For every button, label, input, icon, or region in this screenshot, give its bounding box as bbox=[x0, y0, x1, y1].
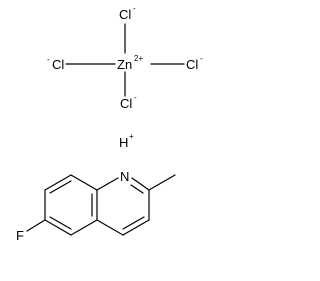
chloride-right-label: Cl bbox=[186, 57, 198, 72]
double-bond-c3-c4-inner bbox=[122, 216, 145, 230]
chloride-top-charge: - bbox=[133, 4, 136, 13]
bond-c4-c4a bbox=[96, 219, 124, 236]
fluoro-bond bbox=[26, 219, 46, 232]
double-bond-c8-c7-inner bbox=[49, 180, 72, 194]
bond-c8a-n1 bbox=[96, 177, 119, 191]
proton: H + bbox=[119, 132, 134, 150]
bond-c8-c7 bbox=[44, 174, 72, 191]
zinc-charge: 2+ bbox=[134, 54, 143, 63]
proton-label: H bbox=[119, 135, 128, 150]
zinc-tetrachloride-complex: Cl - Cl - Zn 2+ Cl - Cl - bbox=[47, 4, 203, 111]
structure-canvas: Cl - Cl - Zn 2+ Cl - Cl - H + bbox=[16, 4, 203, 243]
bond-n1-c2 bbox=[131, 177, 150, 191]
proton-charge: + bbox=[129, 132, 134, 141]
nitrogen-label: N bbox=[120, 169, 129, 184]
bond-c5-c4a bbox=[70, 219, 98, 236]
chloride-left-charge: - bbox=[47, 55, 50, 64]
chloride-right-charge: - bbox=[200, 54, 203, 63]
fluorine-label: F bbox=[16, 228, 24, 243]
methyl-bond bbox=[148, 174, 176, 191]
double-bond-c6-c5-inner bbox=[49, 216, 72, 230]
chloride-bottom-label: Cl bbox=[120, 96, 132, 111]
chloride-left-label: Cl bbox=[52, 57, 64, 72]
zinc-label: Zn bbox=[117, 57, 132, 72]
chemical-structure-drawing: Cl - Cl - Zn 2+ Cl - Cl - H + bbox=[16, 4, 203, 243]
bond-c3-c4 bbox=[122, 219, 150, 236]
chloride-bottom-charge: - bbox=[134, 93, 137, 102]
chloride-top-label: Cl bbox=[119, 7, 131, 22]
double-bond-n1-c2-inner bbox=[130, 184, 144, 194]
bond-c6-c5 bbox=[44, 219, 72, 236]
bond-c8a-c8 bbox=[70, 174, 98, 191]
fluoro-methylquinoline: N F bbox=[16, 169, 176, 243]
